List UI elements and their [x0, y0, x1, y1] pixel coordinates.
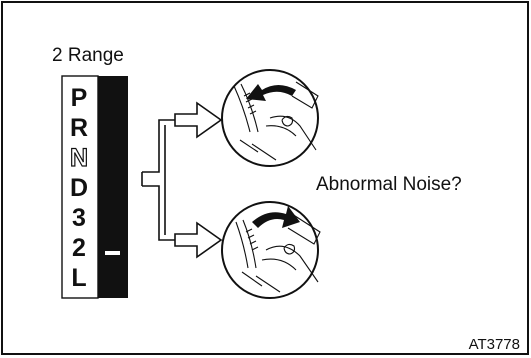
upper-detail-view	[222, 70, 318, 166]
lower-detail-view	[222, 202, 320, 298]
gear-letter-2: 2	[72, 234, 86, 262]
range-title: 2 Range	[52, 45, 124, 66]
gear-letter-r: R	[70, 114, 88, 142]
shift-indicator: P R N D 3 2 L	[62, 76, 128, 298]
shift-slot	[98, 76, 128, 298]
gear-letter-n: N	[70, 144, 88, 172]
split-bracket	[142, 103, 221, 257]
selected-position-marker	[105, 251, 120, 255]
reference-code: AT3778	[469, 336, 520, 353]
bracket-outline	[142, 120, 175, 172]
gear-letter-p: P	[71, 84, 88, 112]
gear-letter-d: D	[70, 174, 88, 202]
gear-letter-3: 3	[72, 204, 86, 232]
abnormal-noise-label: Abnormal Noise?	[316, 174, 462, 195]
lower-pointer-arrow	[175, 223, 221, 257]
gear-letter-l: L	[71, 264, 86, 292]
bracket-outline-lower	[142, 186, 175, 240]
upper-pointer-arrow	[175, 103, 221, 137]
